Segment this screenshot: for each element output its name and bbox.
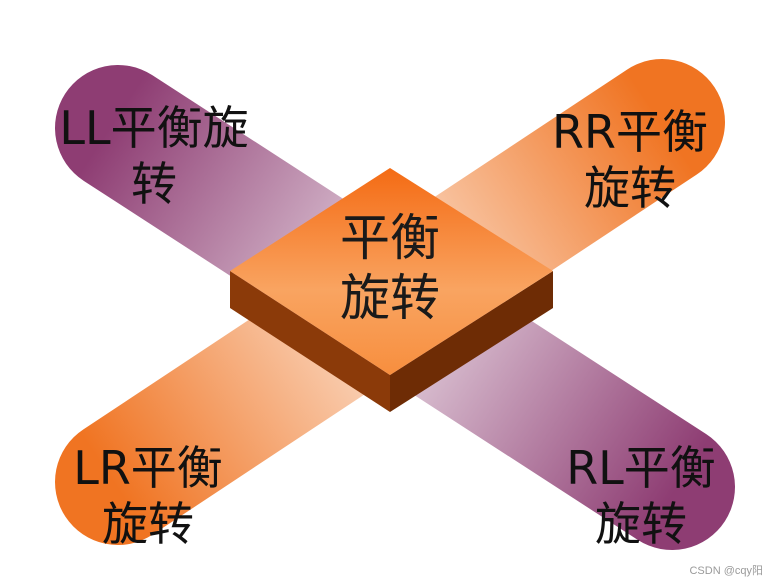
label-rl-line2: 旋转 <box>595 497 687 551</box>
label-ll-line1: LL平衡旋 <box>59 101 249 155</box>
label-center-line1: 平衡 <box>340 209 440 267</box>
center-block <box>230 168 553 412</box>
label-center-line2: 旋转 <box>340 269 440 327</box>
label-ll-line2: 转 <box>131 157 177 211</box>
label-rr-line1: RR平衡 <box>552 105 708 159</box>
label-lr-line1: LR平衡 <box>73 441 223 495</box>
label-rr-line2: 旋转 <box>584 161 676 215</box>
label-rl-line1: RL平衡 <box>566 441 716 495</box>
label-lr: LR平衡 旋转 <box>48 440 248 552</box>
watermark: CSDN @cqy阳 <box>689 565 763 577</box>
label-rr: RR平衡 旋转 <box>530 104 730 216</box>
label-rl: RL平衡 旋转 <box>536 440 746 552</box>
label-lr-line2: 旋转 <box>102 497 194 551</box>
label-ll: LL平衡旋 转 <box>44 100 264 212</box>
label-center: 平衡 旋转 <box>290 208 490 328</box>
